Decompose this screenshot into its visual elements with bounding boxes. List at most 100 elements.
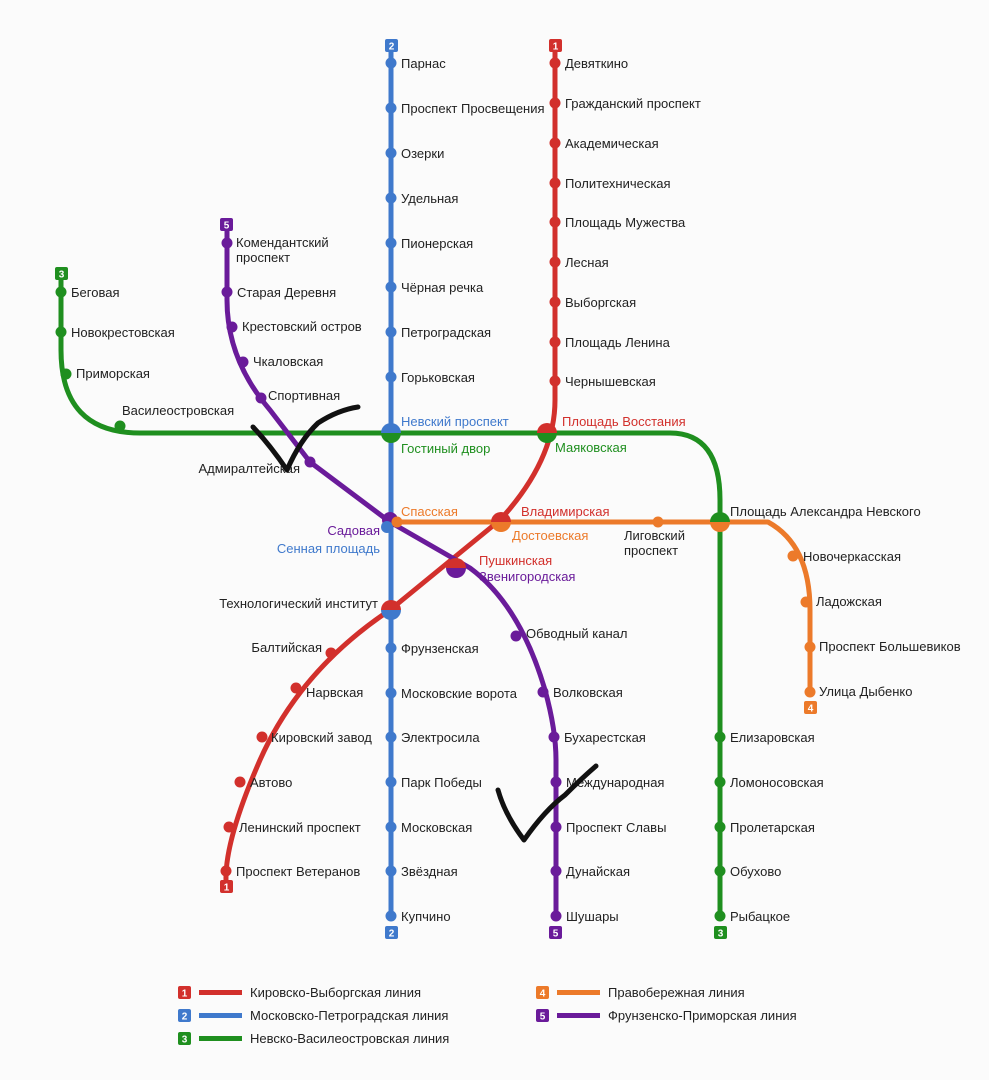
- station-begovaya: Беговая: [71, 285, 119, 300]
- line-5-badge-bottom: 5: [553, 929, 559, 940]
- station-dots: [55, 57, 816, 922]
- station-ligovsky-2: проспект: [624, 543, 678, 558]
- legend: 1 Кировско-Выборгская линия 2 Московско-…: [178, 985, 797, 1046]
- station-kupchino: Купчино: [401, 909, 451, 924]
- station-pl-vosst: Площадь Восстания: [562, 414, 686, 429]
- station-parnas: Парнас: [401, 56, 446, 71]
- station-mosk-vorota: Московские ворота: [401, 686, 518, 701]
- line-4-track: [394, 519, 813, 695]
- station-dostoevskaya: Достоевская: [512, 528, 588, 543]
- checkmark-annotation-2: [495, 763, 599, 843]
- station-devyatkino: Девяткино: [565, 56, 628, 71]
- station-grazhd: Гражданский проспект: [565, 96, 701, 111]
- station-bukharestskaya: Бухарестская: [564, 730, 646, 745]
- station-pushkinskaya: Пушкинская: [479, 553, 552, 568]
- station-prosp-prosv: Проспект Просвещения: [401, 101, 545, 116]
- station-volkovskaya: Волковская: [553, 685, 623, 700]
- station-pionerskaya: Пионерская: [401, 236, 473, 251]
- station-obukhovo: Обухово: [730, 864, 781, 879]
- station-staraya-derevnya: Старая Деревня: [237, 285, 336, 300]
- station-akadem: Академическая: [565, 136, 659, 151]
- station-zvenigorodskaya: Звенигородская: [479, 569, 575, 584]
- transfer-stations: [381, 423, 730, 620]
- station-dunayskaya: Дунайская: [566, 864, 630, 879]
- line-4-badge-bottom: 4: [808, 704, 814, 715]
- station-obvodny: Обводный канал: [526, 626, 627, 641]
- station-novocherkasskaya: Новочеркасская: [803, 549, 901, 564]
- station-komend-1: Комендантский: [236, 235, 329, 250]
- station-baltiyskaya: Балтийская: [251, 640, 322, 655]
- station-komend-2: проспект: [236, 250, 290, 265]
- station-primorskaya: Приморская: [76, 366, 150, 381]
- line-2-badge-bottom: 2: [389, 929, 395, 940]
- station-shushary: Шушары: [566, 909, 619, 924]
- svg-text:5: 5: [540, 1012, 546, 1023]
- line-3-badge-top: 3: [59, 270, 65, 281]
- station-nevsky: Невский проспект: [401, 414, 509, 429]
- station-chkalovskaya: Чкаловская: [253, 354, 323, 369]
- station-prosp-slavy: Проспект Славы: [566, 820, 666, 835]
- station-petrogradskaya: Петроградская: [401, 325, 491, 340]
- station-gorkovskaya: Горьковская: [401, 370, 475, 385]
- legend-line-2: Московско-Петроградская линия: [250, 1008, 448, 1023]
- station-chernysh: Чернышевская: [565, 374, 656, 389]
- line-5-track: [224, 227, 559, 919]
- line-2-badge-top: 2: [389, 42, 395, 53]
- station-rybatskoe: Рыбацкое: [730, 909, 790, 924]
- line-1-badge-top: 1: [553, 42, 559, 53]
- legend-line-4: Правобережная линия: [608, 985, 745, 1000]
- station-pl-al-nevsk: Площадь Александра Невского: [730, 504, 921, 519]
- svg-text:1: 1: [182, 989, 188, 1000]
- station-moskovskaya: Московская: [401, 820, 472, 835]
- station-mezhdunarodnaya: Международная: [566, 775, 664, 790]
- station-sadovaya: Садовая: [327, 523, 380, 538]
- station-prosp-bolsh: Проспект Большевиков: [819, 639, 961, 654]
- svg-text:3: 3: [182, 1035, 188, 1046]
- station-avtovo: Автово: [250, 775, 292, 790]
- station-narvskaya: Нарвская: [306, 685, 363, 700]
- station-ozerki: Озерки: [401, 146, 444, 161]
- legend-line-3: Невско-Василеостровская линия: [250, 1031, 449, 1046]
- station-novokrestovskaya: Новокрестовская: [71, 325, 175, 340]
- legend-line-5: Фрунзенско-Приморская линия: [608, 1008, 797, 1023]
- station-udelnaya: Удельная: [401, 191, 458, 206]
- station-elizarovskaya: Елизаровская: [730, 730, 815, 745]
- station-ladozhskaya: Ладожская: [816, 594, 882, 609]
- checkmark-annotation-1: [250, 404, 361, 473]
- station-vasileostrovskaya: Василеостровская: [122, 403, 234, 418]
- svg-text:4: 4: [540, 989, 546, 1000]
- line-1-track: [223, 47, 558, 883]
- station-vet: Проспект Ветеранов: [236, 864, 360, 879]
- station-mayakovskaya: Маяковская: [555, 440, 627, 455]
- station-gostiny: Гостиный двор: [401, 441, 490, 456]
- station-pl-muzh: Площадь Мужества: [565, 215, 686, 230]
- station-leninsky: Ленинский проспект: [239, 820, 361, 835]
- station-park-pobedy: Парк Победы: [401, 775, 482, 790]
- station-frunzenskaya: Фрунзенская: [401, 641, 479, 656]
- station-vladimirskaya: Владимирская: [521, 504, 610, 519]
- station-pl-lenina: Площадь Ленина: [565, 335, 671, 350]
- station-lomonosovskaya: Ломоносовская: [730, 775, 824, 790]
- line-3-track: [58, 274, 723, 919]
- station-elektrosila: Электросила: [401, 730, 480, 745]
- station-zvezdnaya: Звёздная: [401, 864, 458, 879]
- line-1-badge-bottom: 1: [224, 883, 230, 894]
- station-kirov-zavod: Кировский завод: [271, 730, 372, 745]
- station-chernaya-rechka: Чёрная речка: [401, 280, 484, 295]
- line-3-badge-bottom: 3: [718, 929, 724, 940]
- station-ligovsky-1: Лиговский: [624, 528, 685, 543]
- station-admiralteyskaya: Адмиралтейская: [198, 461, 300, 476]
- station-tech-inst: Технологический институт: [219, 596, 378, 611]
- station-vyborgskaya: Выборгская: [565, 295, 636, 310]
- station-ul-dybenko: Улица Дыбенко: [819, 684, 912, 699]
- station-labels: Парнас Проспект Просвещения Озерки Удель…: [71, 56, 961, 924]
- station-sportivnaya: Спортивная: [268, 388, 340, 403]
- station-sennaya: Сенная площадь: [277, 541, 380, 556]
- legend-line-1: Кировско-Выборгская линия: [250, 985, 421, 1000]
- station-lesnaya: Лесная: [565, 255, 609, 270]
- svg-text:2: 2: [182, 1012, 188, 1023]
- station-proletarskaya: Пролетарская: [730, 820, 815, 835]
- line-5-badge-top: 5: [224, 221, 230, 232]
- station-krestovsky: Крестовский остров: [242, 319, 362, 334]
